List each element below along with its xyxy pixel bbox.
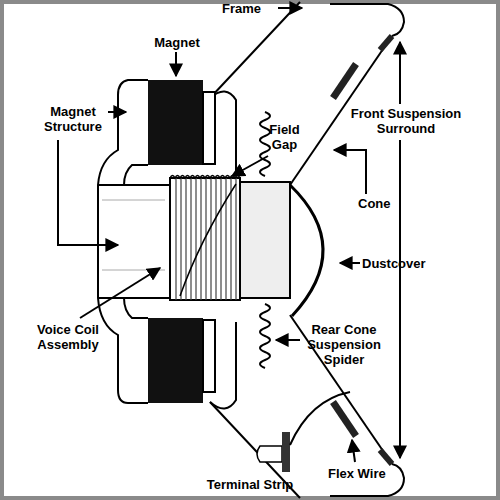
- leader-line: [232, 156, 268, 176]
- magnet-structure: [124, 165, 148, 185]
- cone-lower: [290, 315, 392, 464]
- coil-windings: [176, 178, 236, 300]
- surround-edge: [380, 36, 392, 50]
- dimension-arrow: [399, 42, 401, 104]
- leader-line: [278, 7, 302, 9]
- leader-line: [352, 440, 355, 462]
- magnet-block: [148, 80, 203, 165]
- leader-line: [340, 262, 360, 264]
- surround-edge: [380, 450, 392, 464]
- pole-piece: [98, 185, 172, 298]
- coil-top: [170, 176, 240, 179]
- part-label: Terminal Strip: [190, 477, 310, 492]
- terminal-lug: [257, 446, 282, 462]
- spider: [260, 304, 270, 368]
- leader-line: [108, 111, 126, 113]
- spider: [260, 112, 270, 176]
- coil-lead: [180, 184, 236, 296]
- leader-line: [334, 150, 366, 194]
- part-label: Flex Wire: [328, 466, 418, 481]
- part-label: Rear Cone Suspension Spider: [298, 322, 390, 367]
- frame-upper: [210, 2, 300, 98]
- surround-lower: [333, 402, 356, 436]
- leader-line: [175, 52, 177, 76]
- leader-line: [58, 140, 118, 245]
- pole-shading: [102, 200, 165, 270]
- surround-upper: [333, 64, 356, 98]
- leader-line: [276, 339, 300, 341]
- part-label: Magnet: [146, 35, 208, 50]
- magnet-block: [148, 318, 203, 403]
- part-label: Field Gap: [262, 122, 307, 152]
- part-label: Front Suspension Surround: [336, 106, 476, 136]
- magnet-structure: [98, 80, 148, 403]
- frame-flange: [330, 4, 404, 36]
- flex-wire: [290, 392, 350, 445]
- leader-line: [80, 268, 160, 318]
- part-label: Magnet Structure: [38, 104, 108, 134]
- top-plate: [203, 320, 215, 392]
- dustcover: [290, 185, 323, 316]
- part-label: Voice Coil Assembly: [26, 322, 110, 352]
- top-plate: [203, 92, 215, 164]
- part-label: Cone: [358, 196, 402, 211]
- magnet-structure: [124, 298, 148, 318]
- voice-coil: [170, 178, 240, 300]
- terminal-strip: [282, 432, 290, 472]
- part-label: Dustcover: [362, 256, 452, 271]
- dimension-arrow: [399, 140, 401, 458]
- coil-former: [240, 182, 290, 298]
- part-label: Frame: [222, 1, 278, 16]
